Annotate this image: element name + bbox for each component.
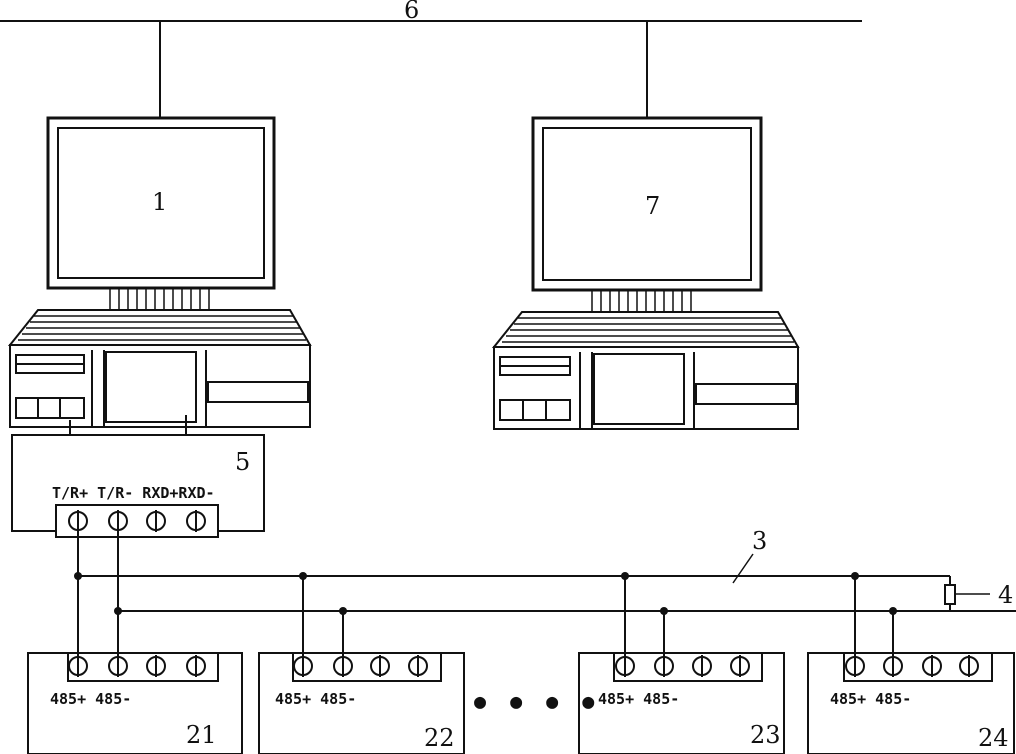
device-23-terminal-labels: 485+ 485- [598,690,679,708]
junction-dot [339,607,347,615]
case-7 [493,346,799,430]
rs485-bus [77,521,1016,666]
monitor-1 [46,116,276,290]
case-1 [9,344,311,428]
label-network: 6 [404,0,419,24]
label-device-22: 22 [424,724,455,752]
junction-dot [74,572,82,580]
converter-terminal-labels: T/R+ T/R- RXD+RXD- [52,484,215,502]
junction-dot [851,572,859,580]
device-24-terminal-labels: 485+ 485- [830,690,911,708]
junction-dot [299,572,307,580]
device-21-terminal-labels: 485+ 485- [50,690,131,708]
label-device-24: 24 [978,724,1009,752]
junction-dot [660,607,668,615]
label-resistor: 4 [998,581,1013,609]
monitor-7 [531,116,763,292]
label-converter: 5 [235,448,250,476]
computer-7 [491,116,800,430]
terminating-resistor [944,584,956,605]
device-22-terminal-labels: 485+ 485- [275,690,356,708]
label-device-21: 21 [186,721,217,749]
label-bus: 3 [752,527,767,555]
label-computer-1: 1 [152,188,167,216]
label-computer-7: 7 [645,192,660,220]
ellipsis-dots: ● ● ● ● [474,689,600,713]
label-device-23: 23 [750,721,781,749]
converter-5 [11,415,265,538]
junction-dot [114,607,122,615]
junction-dot [889,607,897,615]
computer-1 [7,116,312,428]
junction-dot [621,572,629,580]
